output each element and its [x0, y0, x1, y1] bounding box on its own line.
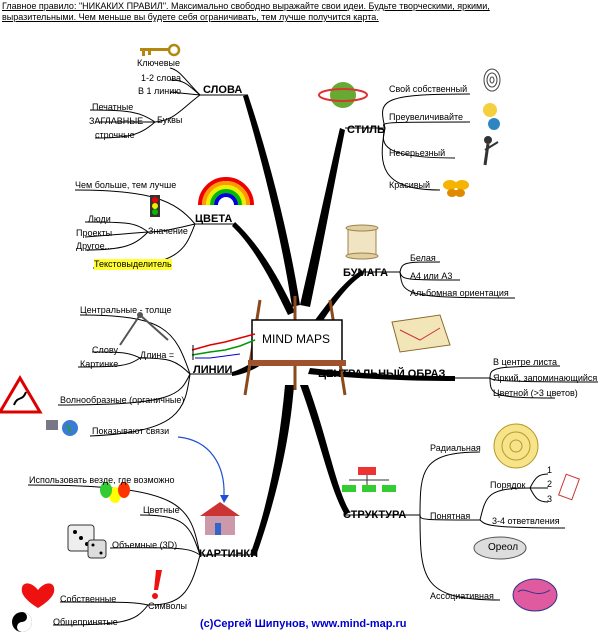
butterfly-icon: [443, 180, 469, 197]
znachenie-item-3: Другое...: [76, 241, 113, 251]
branch-title-struktura: СТРУКТУРА: [343, 509, 407, 521]
branch-title-stil: СТИЛЬ: [347, 124, 385, 136]
bukvy-item-3: строчные: [95, 130, 135, 140]
linii-item-2: Волнообразные (органичные): [60, 395, 185, 405]
linii-dlina: Длина =: [140, 350, 175, 360]
cveta-item-1: Чем больше, тем лучше: [75, 180, 177, 190]
znachenie-item-2: Проекты: [76, 228, 113, 238]
branch-stroke-kartinki: [250, 385, 294, 556]
scroll-icon: [345, 224, 379, 260]
yin-yang-icon: [12, 612, 32, 632]
halo-ellipse-icon: [473, 536, 527, 560]
kartinki-item-2: Цветные: [143, 505, 180, 515]
dice-icon: [67, 524, 107, 559]
dancing-man-icon: [483, 136, 499, 166]
globe-icon: [46, 420, 78, 436]
link-arrow: [177, 436, 225, 496]
slova-item-1: Ключевые: [137, 58, 180, 68]
branch-title-cveta: ЦВЕТА: [195, 213, 233, 225]
poryadok-item-3: 3: [547, 494, 553, 504]
branch-title-linii: ЛИНИИ: [193, 364, 233, 376]
brain-icon: [512, 578, 558, 612]
smiley-globe-icon: [483, 103, 500, 130]
checklist-icon: [558, 473, 580, 501]
obraz-item-2: Яркий, запоминающийся: [493, 373, 598, 383]
cveta-znachenie: Значение: [148, 226, 188, 236]
branch-stroke-struktura: [300, 385, 350, 515]
house-picture-icon: [200, 502, 240, 535]
struktura-item-2: Понятная: [430, 511, 471, 521]
heart-icon: [21, 583, 55, 608]
branch-stroke-obraz: [308, 368, 455, 381]
stil-item-1: Свой собственный: [389, 84, 468, 94]
bumaga-item-1: Белая: [410, 253, 436, 263]
poryadok-item-1: 1: [547, 465, 553, 475]
struktura-item-3: Ассоциативная: [430, 591, 494, 601]
center-label: MIND MAPS: [262, 332, 331, 346]
footer-credit: (c)Сергей Шипунов, www.mind-map.ru: [200, 618, 407, 630]
exclamation-icon: [152, 570, 162, 599]
radial-target-icon: [493, 423, 539, 469]
kartinki-item-1: Использовать везде, где возможно: [29, 475, 175, 485]
simvoly-item-1: Собственные: [60, 594, 117, 604]
branch-stroke-slova: [243, 95, 300, 307]
traffic-light-icon: [150, 195, 160, 217]
linii-item-3: Показывают связи: [92, 426, 170, 436]
bukvy-item-2: ЗАГЛАВНЫЕ: [89, 116, 144, 126]
main-rule-text: Главное правило: "НИКАКИХ ПРАВИЛ". Макси…: [2, 1, 490, 22]
key-icon: [140, 43, 181, 57]
stil-item-4: Красивый: [389, 180, 431, 190]
org-chart-icon: [342, 467, 396, 492]
znachenie-item-1: Люди: [88, 214, 111, 224]
struktura-poryadok: Порядок: [490, 480, 526, 490]
slova-item-3: В 1 линию: [138, 86, 182, 96]
fingerprint-icon: [483, 68, 501, 92]
branch-title-slova: СЛОВА: [203, 84, 243, 96]
compass-icon: [119, 312, 169, 346]
map-icon: [391, 314, 451, 353]
simvoly-item-2: Общепринятые: [53, 617, 118, 627]
slova-item-2: 1-2 слова: [141, 73, 182, 83]
branch-stroke-bumaga: [315, 270, 364, 325]
branch-stroke-stil: [300, 128, 345, 307]
bumaga-item-2: А4 или А3: [410, 271, 453, 281]
stil-item-2: Преувеличивайте: [389, 112, 463, 122]
planet-icon: [318, 82, 368, 108]
kartinki-simvoly: Символы: [148, 601, 187, 611]
branch-stroke-cveta: [232, 222, 295, 315]
link-arrowhead: [220, 495, 229, 503]
warning-sign-icon: [0, 375, 43, 414]
rainbow-icon: [198, 177, 254, 206]
kartinki-item-3: Объемные (3D): [112, 540, 178, 550]
obraz-item-1: В центре листа: [493, 357, 557, 367]
central-easel-image: [191, 296, 347, 396]
struktura-vetvi: 3-4 ответвления: [492, 516, 560, 526]
struktura-oreol: Ореол: [488, 542, 519, 553]
branch-title-bumaga: БУМАГА: [343, 267, 389, 279]
bukvy-item-1: Печатные: [92, 102, 134, 112]
bumaga-item-3: Альбомная ориентация: [410, 288, 509, 298]
branch-title-obraz: ЦЕНТРАЛЬНЫЙ ОБРАЗ: [318, 368, 446, 380]
branch-title-kartinki: КАРТИНКИ: [199, 548, 259, 560]
poryadok-item-2: 2: [547, 479, 553, 489]
slova-bukvy: Буквы: [157, 115, 183, 125]
stil-item-3: Несерьезный: [389, 148, 446, 158]
dlina-item-2: Картинке: [80, 359, 119, 369]
struktura-item-1: Радиальная: [430, 443, 481, 453]
linii-item-1: Центральные - толще: [80, 305, 172, 315]
balloons-icon: [100, 482, 130, 503]
cveta-highlighter: Текстовыделитель: [94, 259, 172, 270]
dlina-item-1: Слову: [92, 345, 118, 355]
obraz-item-3: Цветной (>3 цветов): [493, 388, 578, 398]
